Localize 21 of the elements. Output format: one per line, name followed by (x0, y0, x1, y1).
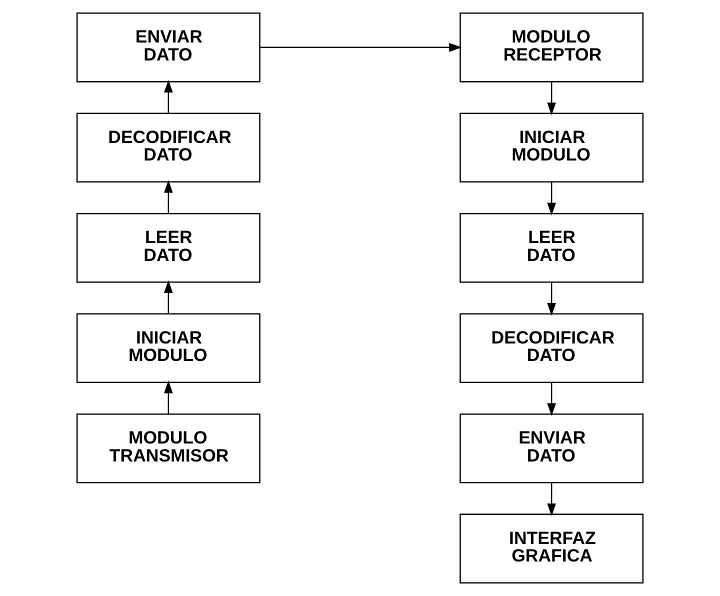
arrow (164, 280, 173, 314)
arrow (164, 380, 173, 414)
node-box: MODULO TRANSMISOR (76, 413, 260, 484)
node-box: DECODIFICAR DATO (460, 313, 644, 383)
arrow (260, 42, 462, 52)
arrow (547, 482, 556, 516)
node-box: INTERFAZ GRAFICA (460, 514, 644, 584)
node-box: INICIAR MODULO (460, 112, 644, 183)
node-box: ENVIAR DATO (460, 413, 644, 484)
arrow (547, 82, 556, 116)
node-box: ENVIAR DATO (76, 12, 260, 82)
node-box: MODULO RECEPTOR (460, 12, 644, 82)
arrow (547, 182, 556, 216)
node-box: DECODIFICAR DATO (76, 112, 260, 183)
arrow (164, 180, 173, 214)
node-box: INICIAR MODULO (76, 313, 260, 383)
arrow (164, 80, 173, 114)
node-box: LEER DATO (76, 213, 260, 283)
node-box: LEER DATO (460, 213, 644, 283)
arrow (547, 382, 556, 416)
arrow (547, 282, 556, 316)
